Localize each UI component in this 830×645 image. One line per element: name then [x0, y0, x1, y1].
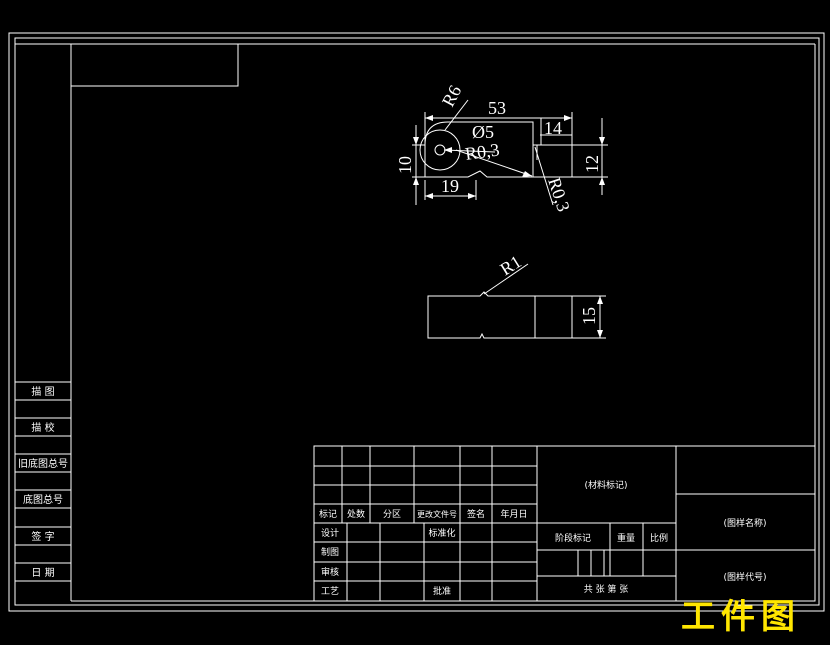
hdr-signature: 签名 — [467, 508, 485, 520]
dim-12: 12 — [582, 155, 602, 173]
title-block-labels: 标记 处数 分区 更改文件号 签名 年月日 设计 制图 审核 工艺 标准化 批准… — [319, 479, 767, 597]
weight-label: 重量 — [617, 532, 635, 544]
row-process: 工艺 — [321, 586, 339, 597]
sheets-label: 共 张 第 张 — [584, 583, 629, 595]
dim-15: 15 — [579, 307, 599, 325]
hdr-mark: 标记 — [319, 508, 337, 520]
hdr-change-doc: 更改文件号 — [417, 509, 457, 519]
dim-r03-a: R0,3 — [464, 139, 501, 164]
stage-mark-label: 阶段标记 — [555, 532, 591, 544]
left-strip-label: 旧底图总号 — [18, 457, 68, 470]
hdr-zone: 分区 — [383, 509, 401, 520]
scale-label: 比例 — [650, 532, 668, 544]
left-strip-label: 日 期 — [31, 567, 54, 579]
dim-r03-b: R0,3 — [544, 175, 574, 214]
drawing-code-label: (图样代号) — [723, 571, 766, 583]
left-strip-label: 描 图 — [31, 385, 54, 398]
standardization-label: 标准化 — [428, 527, 455, 539]
approval-label: 批准 — [433, 585, 451, 597]
left-strip-labels: 描 图 描 校 旧底图总号 底图总号 签 字 日 期 — [18, 385, 68, 579]
title-block-grid — [313, 445, 816, 602]
hdr-date: 年月日 — [500, 508, 527, 520]
stamp-text: 工件图 — [681, 597, 801, 637]
left-strip-label: 底图总号 — [23, 493, 63, 506]
inner-frame — [14, 37, 820, 606]
hdr-count: 处数 — [347, 508, 365, 520]
drawing-name-label: (图样名称) — [723, 517, 766, 529]
dim-10: 10 — [395, 156, 415, 174]
corner-box — [70, 43, 239, 87]
dim-53: 53 — [488, 98, 506, 118]
left-strip-label: 描 校 — [31, 421, 54, 434]
outer-frame — [8, 32, 825, 612]
row-drawing: 制图 — [321, 546, 339, 558]
material-label: (材料标记) — [584, 479, 627, 491]
row-review: 审核 — [321, 566, 339, 578]
dim-19: 19 — [441, 176, 459, 196]
row-design: 设计 — [321, 527, 339, 539]
left-strip-grid — [14, 381, 72, 582]
dim-14: 14 — [544, 118, 562, 138]
dimension-arrows — [413, 115, 605, 338]
dim-r1: R1 — [497, 251, 525, 279]
part-front-view — [427, 263, 606, 339]
dim-r6: R6 — [438, 82, 466, 110]
dim-phi5: Ø5 — [472, 122, 494, 142]
left-strip-label: 签 字 — [31, 530, 54, 543]
part-top-view — [412, 99, 608, 206]
